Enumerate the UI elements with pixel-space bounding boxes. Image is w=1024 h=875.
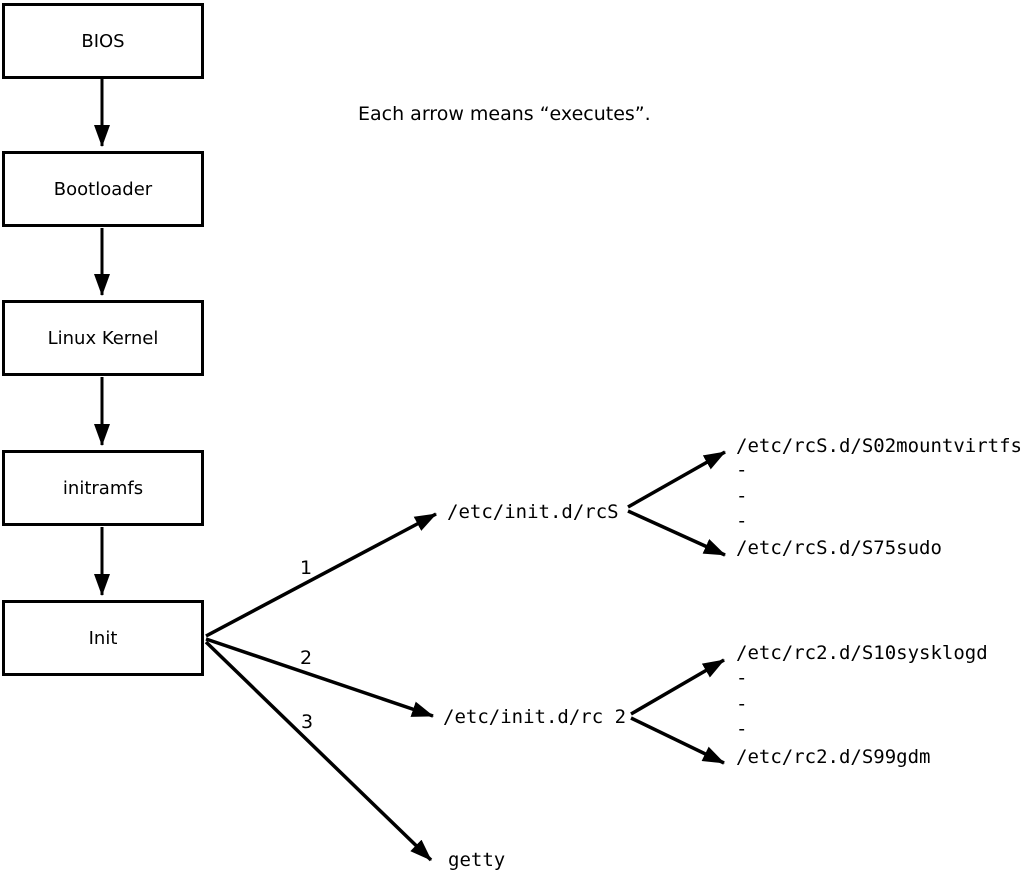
node-bios-label: BIOS [81,30,125,52]
rc2-child-ellipsis-dash: - [736,718,748,740]
legend-note: Each arrow means “executes”. [358,103,651,125]
arrow-label-3: 3 [301,711,314,733]
arrow-rc2-to-S10sysklogd [630,658,725,716]
arrow-label-2: 2 [300,647,313,669]
arrow-label-1: 1 [300,557,313,579]
rcS-child-S75sudo: /etc/rcS.d/S75sudo [736,537,942,559]
rcS-child-S02mountvirtfs: /etc/rcS.d/S02mountvirtfs [736,435,1022,457]
node-linux-kernel: Linux Kernel [2,300,204,376]
arrow-rcS-to-S02mountvirtfs [627,450,726,509]
node-bootloader-label: Bootloader [53,178,153,200]
arrow-rcS-to-S75sudo [627,509,726,557]
node-init-label: Init [88,627,118,649]
arrow-rc2-to-S99gdm [630,716,725,765]
target-rcS-script: /etc/init.d/rcS [447,501,619,523]
target-getty: getty [448,849,506,871]
node-linux-kernel-label: Linux Kernel [47,327,159,349]
target-rc2-script: /etc/init.d/rc 2 [443,706,627,728]
node-bios: BIOS [2,3,204,79]
arrow-init-to-rcS [205,512,437,638]
rcS-child-ellipsis-dash: - [736,510,748,532]
rc2-child-ellipsis-dash: - [736,667,748,689]
rc2-child-ellipsis-dash: - [736,693,748,715]
node-bootloader: Bootloader [2,151,204,227]
arrow-init-to-rc2 [205,637,434,718]
rcS-child-ellipsis-dash: - [736,485,748,507]
rc2-child-S99gdm: /etc/rc2.d/S99gdm [736,746,931,768]
node-init: Init [2,600,204,676]
node-initramfs-label: initramfs [62,477,144,499]
rc2-child-S10sysklogd: /etc/rc2.d/S10sysklogd [736,642,988,664]
arrow-init-to-getty [204,640,433,862]
node-initramfs: initramfs [2,450,204,526]
rcS-child-ellipsis-dash: - [736,459,748,481]
